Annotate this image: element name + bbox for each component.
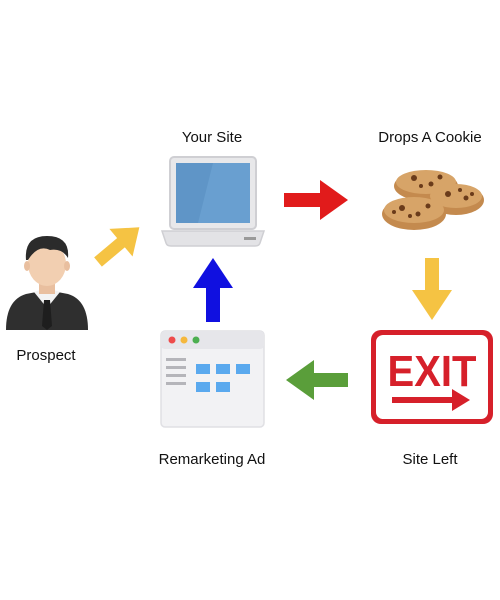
node-label-site-left: Site Left <box>402 451 458 468</box>
arrow-prospect-to-site <box>94 227 140 267</box>
node-label-drops-a-cookie: Drops A Cookie <box>378 129 482 146</box>
node-label-prospect: Prospect <box>16 347 76 364</box>
arrow-site-to-cookie <box>284 180 348 220</box>
cookies-icon <box>382 170 484 230</box>
exit-sign-icon: EXIT <box>371 330 493 424</box>
person-icon <box>6 236 88 330</box>
laptop-icon <box>160 156 266 247</box>
arrow-exit-to-ad <box>286 360 348 400</box>
exit-sign-text: EXIT <box>388 346 477 395</box>
browser-window-icon <box>160 330 265 428</box>
arrow-ad-to-site <box>193 258 233 322</box>
arrow-cookie-to-exit <box>412 258 452 320</box>
node-label-your-site: Your Site <box>181 129 243 146</box>
node-label-remarketing-ad: Remarketing Ad <box>158 451 266 468</box>
